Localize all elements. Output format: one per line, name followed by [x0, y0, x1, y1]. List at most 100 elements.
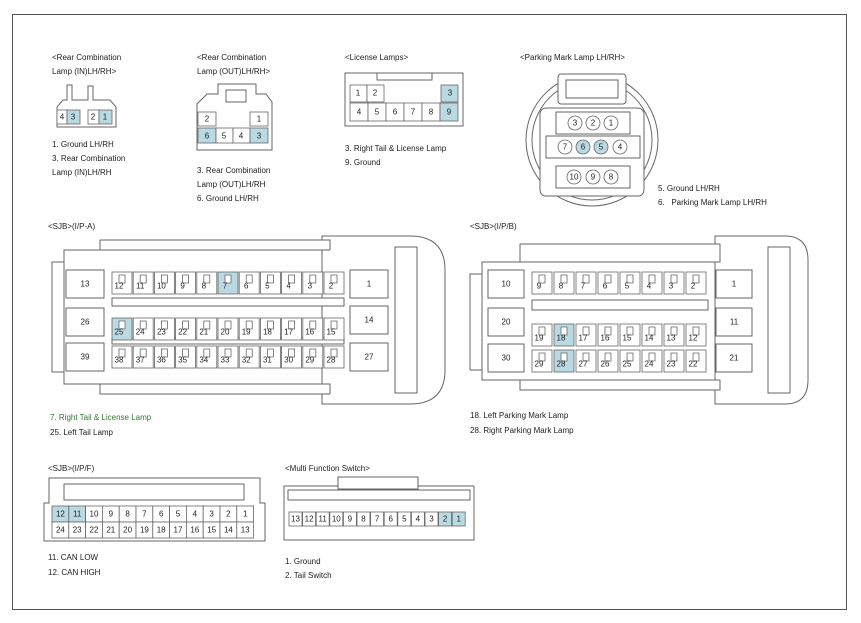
pin-label: 1 — [103, 113, 108, 122]
pin-label: 4 — [357, 108, 362, 117]
pin-ipf-22: 22 — [85, 521, 103, 539]
pin-label: 22 — [90, 526, 99, 535]
parking-lamp-connector: 3 2 1 7 6 5 4 10 9 8 — [525, 73, 659, 207]
pin-label: 13 — [241, 526, 250, 535]
pin-pml-9 — [585, 169, 601, 185]
pin-label: 1 — [732, 280, 737, 289]
rco-legend-line: 3. Rear Combination — [197, 166, 271, 175]
pin-ipa-39 — [65, 342, 105, 372]
pin-label: 5 — [176, 510, 181, 519]
pin-ipa-35: 35 — [175, 345, 197, 369]
pin-ipb-18: 18 — [553, 323, 575, 347]
pin-label: 4 — [239, 132, 244, 141]
pin-ipf-7: 7 — [135, 505, 154, 523]
pin-label: 10 — [157, 282, 166, 291]
pin-label: 33 — [221, 356, 230, 365]
pin-label: 9 — [537, 282, 542, 291]
pin-label: 15 — [327, 328, 336, 337]
pin-ipa-8: 8 — [196, 271, 218, 295]
pin-label: 5 — [375, 108, 380, 117]
pin-label: 9 — [109, 510, 114, 519]
pin-ipa-37: 37 — [132, 345, 154, 369]
pin-ipb-3: 3 — [663, 271, 685, 295]
sjb-ipf-title: <SJB>(I/P/F) — [48, 464, 95, 473]
pin-ipa-14 — [349, 305, 389, 335]
pin-label: 20 — [123, 526, 132, 535]
license-legend-line: 3. Right Tail & License Lamp — [345, 144, 447, 153]
pin-ipf-10: 10 — [85, 505, 103, 523]
pin-label: 16 — [305, 328, 314, 337]
pin-label: 23 — [157, 328, 166, 337]
rci-title-line2: Lamp (IN)LH/RH> — [52, 67, 117, 76]
pin-label: 26 — [81, 318, 90, 327]
pin-label: 38 — [115, 356, 124, 365]
pin-ipb-6: 6 — [597, 271, 619, 295]
pin-pml-7 — [557, 139, 573, 155]
pin-mfs-1: 1 — [451, 511, 466, 527]
pin-label: 1 — [257, 115, 262, 124]
pin-ipf-3: 3 — [202, 505, 221, 523]
pin-label: 2 — [329, 282, 334, 291]
pin-label: 2 — [591, 119, 596, 128]
pin-label: 25 — [623, 360, 632, 369]
pin-label: 15 — [623, 334, 632, 343]
pin-ipa-9: 9 — [175, 271, 197, 295]
pin-ipa-26 — [65, 307, 105, 337]
rci-legend-line: Lamp (IN)LH/RH — [52, 168, 112, 177]
rear-comb-in-connector: 4 3 2 1 — [56, 84, 117, 128]
pin-label: 17 — [174, 526, 183, 535]
pin-label: 23 — [73, 526, 82, 535]
sjb-ipf-legend-line: 12. CAN HIGH — [48, 568, 101, 577]
pin-ipa-11: 11 — [132, 271, 154, 295]
pin-ipa-19: 19 — [238, 317, 260, 341]
pin-ipb-5: 5 — [619, 271, 641, 295]
pin-ipb-30 — [487, 343, 525, 373]
pin-label: 3 — [448, 89, 453, 98]
pin-ipb-12: 12 — [685, 323, 707, 347]
pin-label: 17 — [284, 328, 293, 337]
pin-mfs-4: 4 — [410, 511, 425, 527]
rci-title-line1: <Rear Combination — [52, 53, 122, 62]
pin-ipb-8: 8 — [553, 271, 575, 295]
pin-ipb-20 — [487, 307, 525, 337]
pin-label: 21 — [199, 328, 208, 337]
pin-rco-3 — [249, 127, 269, 144]
pin-pml-5 — [593, 139, 609, 155]
pin-label: 2 — [443, 515, 448, 524]
pin-ipa-38: 38 — [111, 345, 133, 369]
sjb-ipa-legend-line: 7. Right Tail & License Lamp — [50, 413, 152, 422]
pin-ipa-1 — [349, 269, 389, 299]
pin-mfs-10: 10 — [329, 511, 344, 527]
pin-lic-9 — [439, 102, 459, 122]
pin-label: 10 — [90, 510, 99, 519]
pin-ipa-15: 15 — [323, 317, 345, 341]
pin-ipf-21: 21 — [102, 521, 120, 539]
pin-label: 3 — [71, 113, 76, 122]
pin-label: 8 — [361, 515, 366, 524]
pin-ipa-27 — [349, 342, 389, 372]
pin-label: 19 — [140, 526, 149, 535]
pin-label: 4 — [416, 515, 421, 524]
pin-label: 7 — [142, 510, 147, 519]
pin-label: 9 — [348, 515, 353, 524]
pin-ipa-22: 22 — [175, 317, 197, 341]
pin-label: 30 — [284, 356, 293, 365]
mfs-title: <Multi Function Switch> — [285, 464, 370, 473]
pin-ipf-20: 20 — [118, 521, 137, 539]
pin-ipa-4: 4 — [281, 271, 303, 295]
pin-label: 11 — [730, 318, 739, 327]
pin-label: 6 — [581, 143, 586, 152]
pin-pml-3 — [567, 115, 583, 131]
pin-label: 6 — [205, 132, 210, 141]
pin-label: 5 — [265, 282, 270, 291]
pin-ipf-18: 18 — [152, 521, 171, 539]
pin-ipb-17: 17 — [575, 323, 597, 347]
pin-label: 12 — [115, 282, 124, 291]
pin-label: 3 — [209, 510, 214, 519]
pin-label: 2 — [226, 510, 231, 519]
pin-ipf-2: 2 — [219, 505, 238, 523]
pin-label: 29 — [535, 360, 544, 369]
pin-ipf-1: 1 — [236, 505, 255, 523]
pin-mfs-9: 9 — [342, 511, 357, 527]
